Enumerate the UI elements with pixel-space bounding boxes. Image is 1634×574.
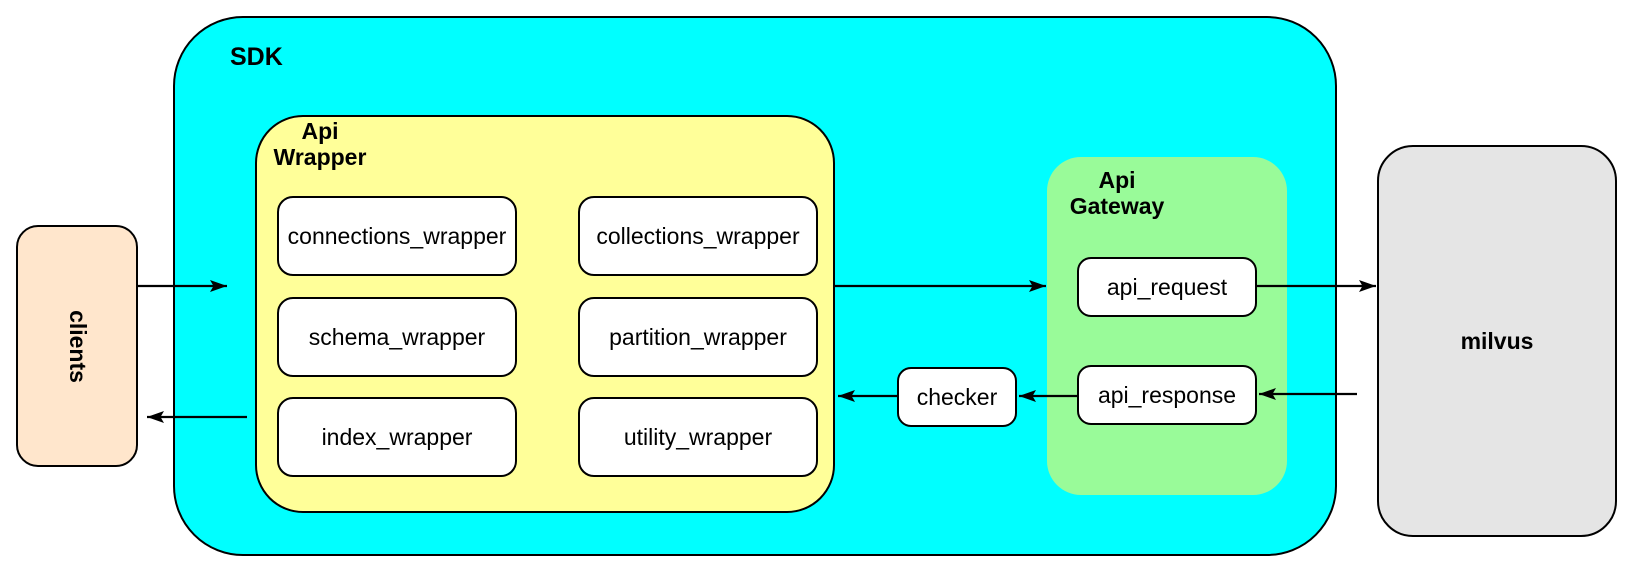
api-response-label: api_response (1097, 381, 1237, 408)
module-label: schema_wrapper (308, 323, 486, 350)
module-label: utility_wrapper (623, 423, 773, 450)
api-wrapper-label: Api Wrapper (273, 118, 367, 170)
api-response-box: api_response (1077, 365, 1257, 425)
checker-label: checker (916, 383, 998, 410)
api-request-label: api_request (1106, 273, 1228, 300)
module-box-collections-wrapper: collections_wrapper (578, 196, 818, 276)
clients-label: clients (64, 309, 91, 383)
module-box-utility-wrapper: utility_wrapper (578, 397, 818, 477)
api-request-box: api_request (1077, 257, 1257, 317)
api-gateway-container (1047, 157, 1287, 495)
milvus-box: milvus (1377, 145, 1617, 537)
module-label: connections_wrapper (287, 222, 507, 249)
sdk-label: SDK (230, 43, 283, 71)
module-box-schema-wrapper: schema_wrapper (277, 297, 517, 377)
api-gateway-label: Api Gateway (1069, 167, 1165, 219)
module-box-index-wrapper: index_wrapper (277, 397, 517, 477)
module-label: partition_wrapper (609, 323, 787, 350)
clients-box: clients (16, 225, 138, 467)
module-box-connections-wrapper: connections_wrapper (277, 196, 517, 276)
module-box-partition-wrapper: partition_wrapper (578, 297, 818, 377)
checker-box: checker (897, 367, 1017, 427)
module-label: collections_wrapper (596, 222, 800, 249)
module-label: index_wrapper (321, 423, 473, 450)
milvus-label: milvus (1460, 327, 1534, 354)
